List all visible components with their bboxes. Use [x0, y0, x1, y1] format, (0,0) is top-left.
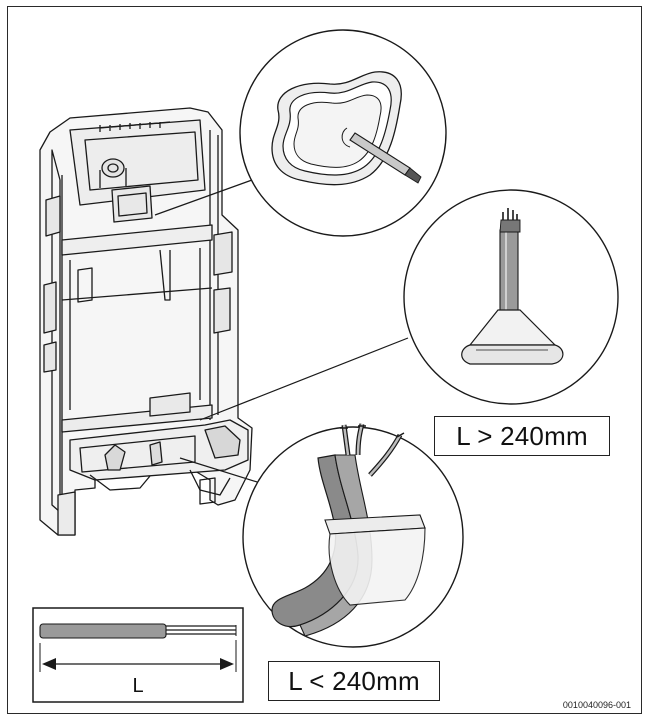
arrow-right-icon: [220, 658, 234, 670]
cable-wires: [166, 625, 236, 635]
detail-circle-short-cable: [242, 423, 464, 648]
label-cable-longer-than: L > 240mm: [434, 416, 610, 456]
length-symbol: L: [132, 675, 143, 697]
cable-length-diagram: L: [32, 607, 244, 703]
document-id: 0010040096-001: [562, 700, 631, 710]
label-cable-shorter-than: L < 240mm: [268, 661, 440, 701]
leader-lines: [154, 179, 409, 487]
cable-sheath: [39, 623, 167, 639]
detail-circle-long-cable: [403, 189, 619, 405]
arrow-left-icon: [42, 658, 56, 670]
detail-circle-grommet: [239, 29, 447, 237]
illustration-frame: [7, 6, 642, 714]
